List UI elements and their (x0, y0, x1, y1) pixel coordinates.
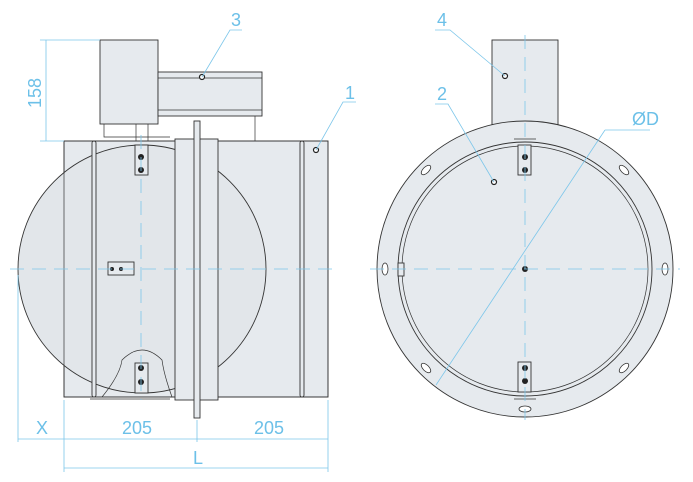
dim-158: 158 (25, 78, 45, 108)
dim-x: X (36, 418, 48, 438)
top-bracket-front (517, 144, 532, 176)
dimensions: 158 X 205 205 L (17, 39, 329, 472)
dim-205-left: 205 (122, 418, 152, 438)
callout-3: 3 (231, 10, 241, 30)
dim-l: L (193, 448, 203, 468)
bottom-bracket-front (517, 361, 532, 393)
flange-plate (193, 120, 201, 419)
callout-4: 4 (437, 10, 447, 30)
actuator-box (99, 39, 159, 125)
side-view (10, 39, 340, 419)
dim-205-right: 205 (254, 418, 284, 438)
callout-1: 1 (345, 83, 355, 103)
bottom-bracket (134, 362, 149, 394)
callout-2: 2 (437, 84, 447, 104)
bead-left (91, 140, 97, 398)
diameter-label: ØD (632, 109, 659, 129)
top-bracket (134, 144, 149, 176)
side-latch (397, 262, 405, 277)
actuator-arm-housing (157, 71, 263, 117)
front-view (370, 35, 680, 420)
bottom-bearing-outline (101, 349, 173, 398)
